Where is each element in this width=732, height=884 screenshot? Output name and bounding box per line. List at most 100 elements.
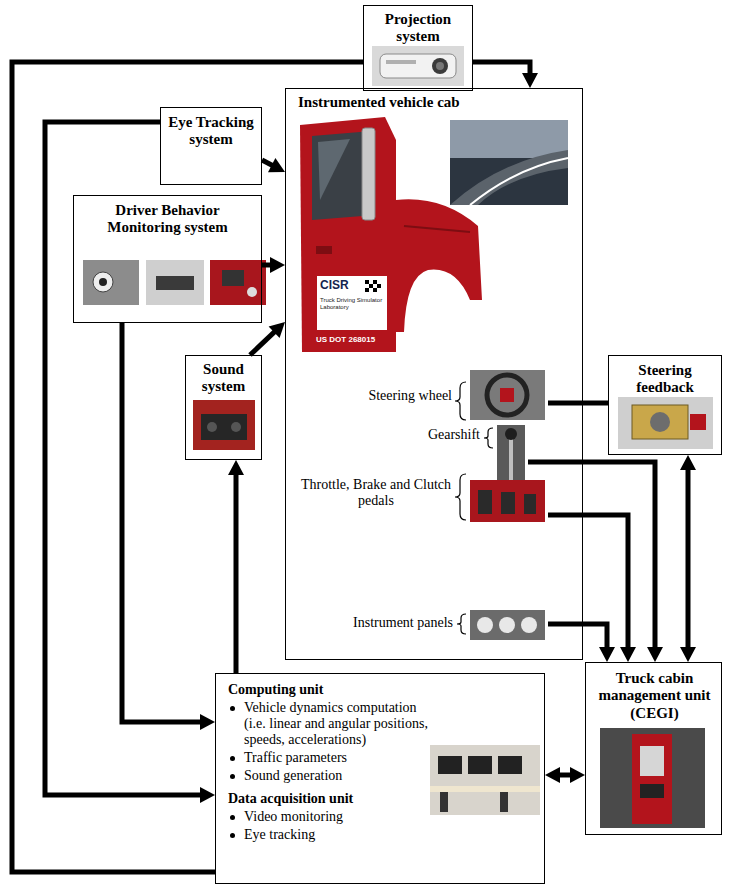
arrowhead [680, 647, 696, 662]
illustration-part [470, 480, 545, 522]
illustration-part [99, 278, 107, 286]
bullet-dot [230, 756, 235, 761]
truck-cab-photo [300, 117, 482, 352]
box-heading: Computing unit [228, 682, 433, 698]
text-area: Driver Behavior Monitoring system [78, 202, 257, 237]
illustration-part [650, 412, 670, 432]
illustration-part [500, 792, 508, 812]
arrowhead [522, 73, 538, 88]
illustration-part [498, 756, 522, 774]
illustration-part [509, 436, 513, 480]
text-area: Eye Tracking system [165, 114, 257, 149]
connector-line [558, 773, 572, 778]
illustration-part [369, 284, 373, 288]
illustration-part [222, 270, 244, 286]
bullet-text: Sound generation [244, 768, 342, 784]
illustration-part [457, 614, 466, 634]
box-heading: Sound system [189, 361, 258, 396]
component-item: Throttle, Brake and Clutch pedals [300, 470, 548, 528]
connector [545, 767, 585, 783]
illustration-part [396, 199, 482, 332]
illustration-part [450, 150, 568, 205]
illustration-part [440, 792, 448, 812]
illustration-part [455, 474, 466, 520]
bullet-dot [230, 774, 235, 779]
connector [548, 403, 608, 404]
illustration-part [632, 734, 672, 824]
decal-text: US DOT 268015 [316, 336, 396, 345]
connector-line [12, 62, 363, 872]
illustration-part [373, 288, 377, 292]
pedals-photo [470, 480, 545, 522]
system-box: Projection system [363, 5, 473, 91]
bullet-dot [230, 833, 235, 838]
cabinet-photo [600, 728, 705, 828]
connector [250, 322, 285, 355]
sound-photo [193, 400, 255, 450]
box-heading: Instrumented vehicle cab [298, 94, 468, 111]
box-heading: Steering feedback [613, 362, 717, 397]
illustration-part [600, 728, 705, 828]
component-item: Instrument panels [325, 607, 548, 641]
illustration-part [438, 756, 462, 774]
text-area: Instrumented vehicle cab [298, 94, 468, 111]
box-heading: Truck cabin management unit (CEGI) [589, 670, 720, 722]
text-area: Sound system [189, 361, 258, 396]
illustration-part [505, 428, 517, 440]
system-box: Steering feedback [608, 355, 722, 455]
connector [228, 460, 244, 673]
illustration-part [93, 272, 113, 292]
illustration-part [231, 422, 241, 432]
arrowhead [620, 647, 636, 662]
box-heading: Eye Tracking system [165, 114, 257, 149]
connector-line [122, 323, 202, 722]
bullet-dot [230, 815, 235, 820]
brackets [455, 382, 493, 634]
connector-line [528, 462, 655, 649]
illustration-part [524, 494, 536, 514]
illustration-part [430, 745, 540, 815]
illustration-part [499, 617, 515, 633]
arrowhead [268, 158, 285, 172]
instrument-panel-photo [470, 610, 545, 640]
arrowhead [570, 767, 585, 783]
illustration-part [487, 375, 527, 415]
connector [262, 257, 285, 273]
illustration-part [362, 128, 375, 220]
arrowhead [680, 455, 696, 470]
component-item: Gearshift [330, 422, 528, 466]
arrowhead [200, 714, 215, 730]
system-box: Driver Behavior Monitoring system [73, 195, 262, 323]
illustration-part [436, 62, 444, 70]
illustration-part [146, 260, 204, 305]
text-area: Truck cabin management unit (CEGI) [589, 670, 720, 722]
connector [548, 515, 636, 662]
text-area: Throttle, Brake and Clutch pedals [300, 477, 452, 509]
illustration-part [386, 60, 416, 64]
text-area: Steering wheel [330, 388, 452, 404]
bullet-text: Video monitoring [244, 809, 343, 825]
illustration-part [430, 786, 540, 792]
illustration-part [632, 405, 688, 439]
illustration-part [404, 226, 470, 232]
illustration-part [365, 288, 369, 292]
bullet-item: Video monitoring [228, 809, 433, 825]
text-area: Instrument panels [325, 615, 453, 631]
connector-line [234, 473, 239, 673]
illustration-part [470, 370, 545, 420]
illustration-part [316, 246, 332, 254]
illustration-part [470, 610, 545, 640]
box-heading: Projection system [368, 11, 468, 46]
connector [12, 62, 363, 872]
computer-room-photo [430, 745, 540, 815]
box-heading: Data acquisition unit [228, 791, 433, 807]
illustration-part [317, 276, 387, 330]
text-area: Projection system [368, 11, 468, 46]
illustration-part [500, 388, 514, 402]
bullet-text: Eye tracking [244, 827, 315, 843]
illustration-part [450, 120, 568, 205]
illustration-part [470, 158, 568, 205]
bullet-item: Traffic parameters [228, 750, 433, 766]
